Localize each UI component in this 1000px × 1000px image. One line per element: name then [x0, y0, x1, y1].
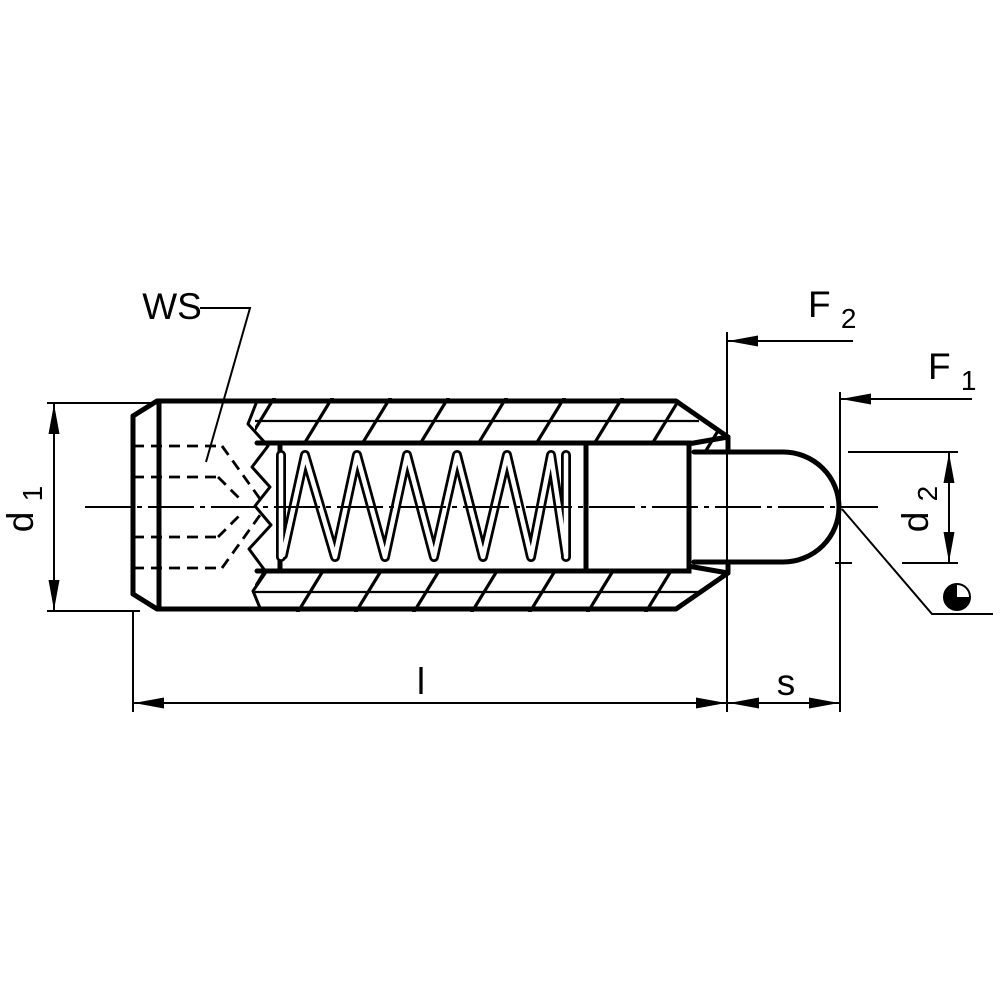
plunger-pin — [691, 449, 842, 565]
label-d1-main: d — [0, 512, 41, 533]
label-s: s — [777, 662, 796, 703]
arrow-d2-top — [943, 453, 955, 483]
label-f2-sub: 2 — [841, 303, 857, 334]
label-f2-main: F — [808, 284, 831, 325]
label-f1-main: F — [928, 346, 951, 387]
label-d2: d 2 — [895, 486, 943, 532]
hex-socket-hidden-lines — [133, 444, 265, 570]
label-ws-text: WS — [142, 286, 202, 327]
label-f2: F 2 — [808, 284, 856, 334]
ws-leader-line — [200, 307, 252, 463]
label-s-text: s — [777, 662, 796, 703]
label-l-text: l — [417, 661, 425, 702]
label-f1: F 1 — [928, 346, 976, 396]
label-ws: WS — [142, 286, 202, 327]
dimension-arrowheads — [48, 335, 955, 709]
thread-lines — [255, 419, 699, 594]
dimension-d1 — [47, 402, 160, 612]
arrow-d1-top — [48, 404, 60, 434]
label-l: l — [417, 661, 425, 702]
arrow-d2-bottom — [943, 532, 955, 562]
arrow-s-left — [729, 697, 759, 709]
label-d2-sub: 2 — [912, 486, 943, 502]
label-d2-main: d — [895, 512, 936, 533]
arrow-l-right — [696, 697, 726, 709]
arrow-l-left — [134, 697, 164, 709]
arrow-f1 — [841, 393, 871, 405]
arrow-s-right — [809, 697, 839, 709]
label-d1: d 1 — [0, 486, 48, 532]
force-point-symbol — [943, 583, 971, 611]
dimension-lines — [47, 307, 993, 712]
label-f1-sub: 1 — [961, 365, 977, 396]
arrow-d1-bottom — [48, 580, 60, 610]
force-point-leader-line — [841, 508, 993, 615]
label-d1-sub: 1 — [17, 486, 48, 502]
arrow-f2 — [728, 335, 758, 347]
